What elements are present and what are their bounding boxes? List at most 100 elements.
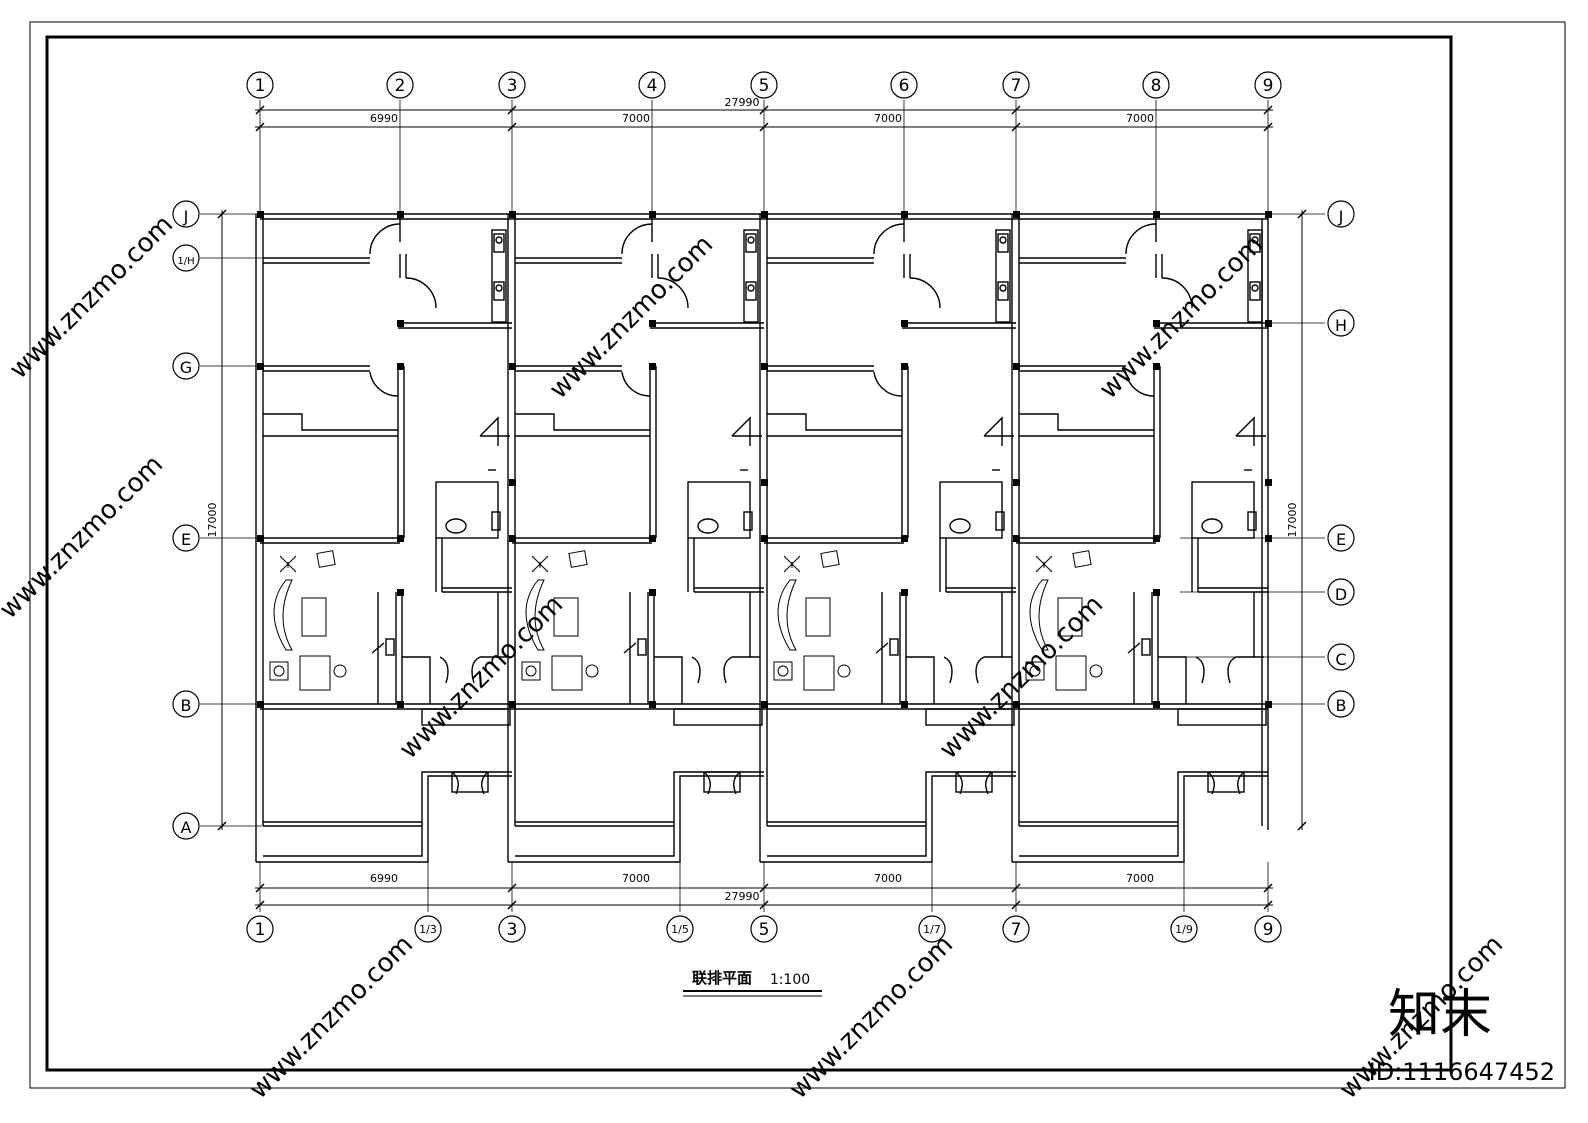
stove-burner-2 <box>1251 284 1259 292</box>
bathroom <box>939 481 1003 539</box>
axis-bubble-bottom <box>246 915 274 943</box>
washbasin <box>949 518 971 534</box>
coffee-table <box>805 597 831 637</box>
meter-box <box>1141 638 1151 656</box>
column <box>761 701 768 708</box>
dim-tick-top <box>759 105 769 115</box>
column <box>1013 363 1020 370</box>
axis-top-2: 2 <box>395 76 406 96</box>
door-swing-top <box>873 223 905 255</box>
dimension-lines <box>217 105 1307 910</box>
armchair <box>1055 655 1087 691</box>
axis-bubble-bottom <box>918 915 946 943</box>
column <box>509 535 516 542</box>
watermark-diag-6: www.znzmo.com <box>934 590 1109 765</box>
door-swing-top <box>1125 223 1157 255</box>
drawing-title: 联排平面 <box>692 969 752 987</box>
wardrobe-line <box>1019 413 1154 431</box>
dim-tick-top <box>507 105 517 115</box>
dim-top-seg-3: 7000 <box>874 112 902 125</box>
unit-1 <box>255 213 512 863</box>
side-lamp <box>273 665 285 677</box>
axis-bubble-left <box>172 244 200 272</box>
dim-bottom-seg-2: 7000 <box>622 872 650 885</box>
column <box>649 701 656 708</box>
stove-2 <box>997 281 1009 301</box>
dim-right-total: 17000 <box>1286 503 1299 538</box>
side-table <box>773 661 793 681</box>
front-door-swing <box>943 656 985 684</box>
axis-bubble-top <box>1254 71 1282 99</box>
bay-door-swing-l <box>955 771 963 795</box>
stool <box>333 664 347 678</box>
counter <box>995 229 1011 323</box>
stool <box>1089 664 1103 678</box>
armchair <box>551 655 583 691</box>
stove-burner-2 <box>747 284 755 292</box>
axis-bubble-bottom <box>1002 915 1030 943</box>
stove-burner-2 <box>495 284 503 292</box>
stair-landing <box>925 708 1015 726</box>
bay-door-frame <box>1207 771 1245 793</box>
sofa <box>273 579 293 651</box>
stair-arrow <box>1235 416 1255 446</box>
axis-bubble-bottom <box>498 915 526 943</box>
column <box>397 211 404 218</box>
stair-landing <box>673 708 763 726</box>
column <box>509 211 516 218</box>
column <box>649 363 656 370</box>
door-swing-2 <box>405 277 437 309</box>
stool <box>585 664 599 678</box>
column <box>397 320 404 327</box>
plant-icon <box>279 555 297 573</box>
counter <box>491 229 507 323</box>
axis-left-B: B <box>181 696 192 715</box>
front-door-swing <box>691 656 733 684</box>
bay-door-frame <box>703 771 741 793</box>
wall-bay-inner <box>1183 775 1268 826</box>
watermark-brand: 知末 <box>1388 985 1492 1045</box>
axis-bubble-bottom <box>414 915 442 943</box>
axis-top-7: 7 <box>1011 76 1022 96</box>
bathroom <box>1191 481 1255 539</box>
tv-box <box>820 550 840 568</box>
column <box>761 211 768 218</box>
dim-tick-top2 <box>507 122 517 132</box>
axis-bottom-1-3: 1/3 <box>419 923 437 936</box>
axis-top-1: 1 <box>255 76 266 96</box>
dim-top-seg-1: 6990 <box>370 112 398 125</box>
axis-bubble-left <box>172 812 200 840</box>
dim-tick-bottom2 <box>507 900 517 910</box>
toilet <box>743 511 753 531</box>
wall-bay <box>1177 771 1268 826</box>
toilet <box>1247 511 1257 531</box>
switch-arrow <box>1127 642 1141 654</box>
wall-south-inner <box>515 826 675 857</box>
stair-arrow <box>731 416 751 446</box>
bay-door-frame <box>451 771 489 793</box>
closet-front <box>906 656 935 704</box>
stove-2 <box>493 281 505 301</box>
column <box>761 363 768 370</box>
wardrobe-line <box>515 413 650 431</box>
watermark-diag-4: www.znzmo.com <box>0 450 169 625</box>
unit-2 <box>507 213 764 863</box>
column <box>649 589 656 596</box>
dim-tick-bottom2 <box>1011 900 1021 910</box>
side-table <box>269 661 289 681</box>
washbasin <box>445 518 467 534</box>
column <box>509 701 516 708</box>
plant-icon <box>531 555 549 573</box>
wall-bay <box>925 771 1016 826</box>
axis-bottom-5: 5 <box>759 920 770 940</box>
dim-bottom-total: 27990 <box>725 890 760 903</box>
dim-tick-bottom <box>255 883 265 893</box>
switch-arrow <box>875 642 889 654</box>
column <box>1013 701 1020 708</box>
axis-bubbles <box>172 71 1355 943</box>
axis-bubble-bottom <box>750 915 778 943</box>
closet-front <box>1158 656 1187 704</box>
axis-bubble-top <box>1142 71 1170 99</box>
column <box>1265 211 1272 218</box>
